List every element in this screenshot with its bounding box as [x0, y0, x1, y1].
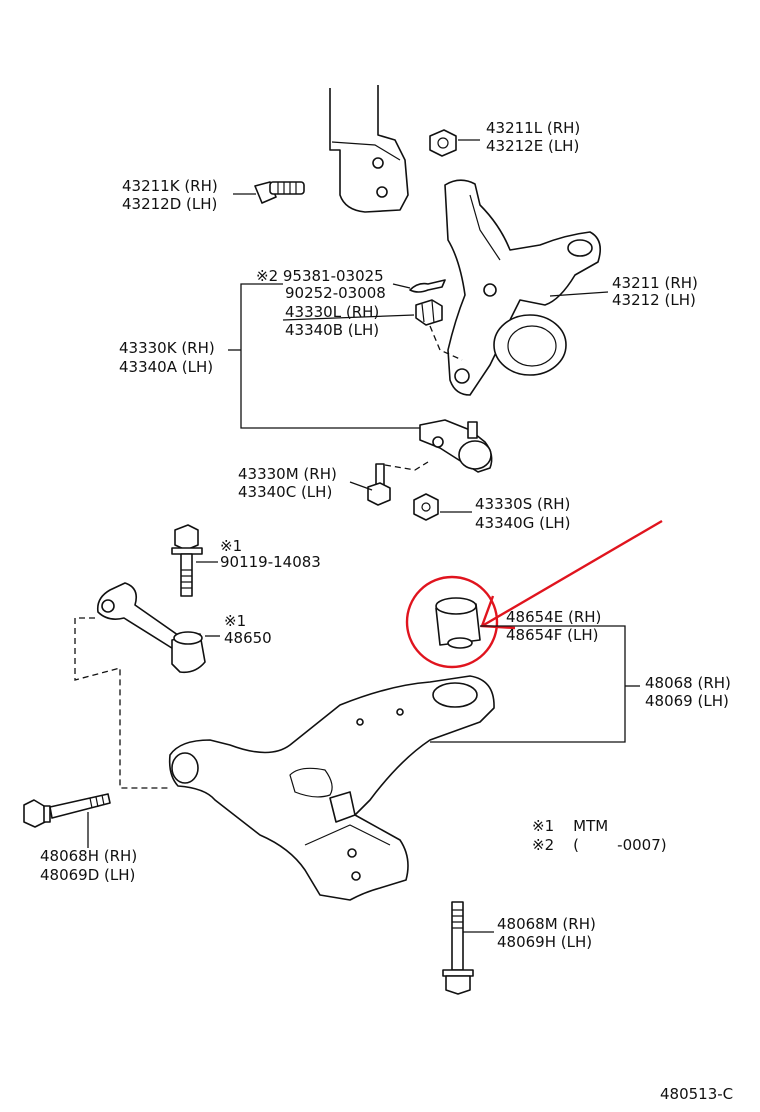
label-48069: 48069 (LH): [645, 692, 729, 710]
bolt-43330m-icon: [367, 463, 391, 506]
label-95381: ※2 95381-03025: [256, 267, 384, 285]
label-48068: 48068 (RH): [645, 674, 731, 692]
dashed-guide-link: [74, 617, 168, 789]
label-48069h: 48069H (LH): [497, 933, 592, 951]
label-48654e: 48654E (RH): [506, 608, 601, 626]
castle-nut-icon: [415, 299, 443, 326]
label-43211l: 43211L (RH): [486, 119, 580, 137]
bolt-48068m-icon: [442, 901, 474, 995]
label-90119: 90119-14083: [220, 553, 321, 571]
label-48650-mark: ※1: [224, 612, 246, 630]
strut-bracket: [329, 85, 409, 213]
bolt-43211k-icon: [254, 181, 305, 204]
label-43212: 43212 (LH): [612, 291, 696, 309]
label-43340a: 43340A (LH): [119, 358, 213, 376]
note-serial-range: ※2 ( -0007): [532, 836, 667, 854]
leader-lines: [87, 139, 640, 933]
part-labels: 43211L (RH) 43212E (LH) 43211K (RH) 4321…: [40, 119, 733, 1103]
nut-43330s-icon: [413, 493, 439, 521]
dashed-guide-nut: [429, 325, 463, 361]
label-43340b: 43340B (LH): [285, 321, 379, 339]
highlight-circle: [405, 575, 499, 669]
label-43330m: 43330M (RH): [238, 465, 337, 483]
label-43330s: 43330S (RH): [475, 495, 570, 513]
bolt-90119-icon: [171, 524, 203, 597]
label-43212e: 43212E (LH): [486, 137, 579, 155]
cotter-pin-icon: [409, 279, 446, 293]
highlight-arrow-shaft: [481, 519, 663, 628]
label-43211: 43211 (RH): [612, 274, 698, 292]
label-43330l: 43330L (RH): [285, 303, 379, 321]
label-43211k: 43211K (RH): [122, 177, 218, 195]
dashed-guide-ball-joint: [384, 461, 429, 471]
label-48068m: 48068M (RH): [497, 915, 596, 933]
label-43212d: 43212D (LH): [122, 195, 217, 213]
label-48069d: 48069D (LH): [40, 866, 135, 884]
steering-knuckle: [444, 179, 601, 396]
ball-joint: [419, 419, 493, 473]
stabilizer-link: [96, 582, 206, 674]
label-90119-mark: ※1: [220, 537, 242, 555]
note-mtm: ※1 MTM: [532, 817, 608, 835]
label-48654f: 48654F (LH): [506, 626, 598, 644]
label-48650: 48650: [224, 629, 272, 647]
figure-code: 480513-C: [660, 1085, 733, 1103]
nut-43211l-icon: [429, 129, 457, 157]
bolt-48068h-icon: [23, 793, 111, 828]
label-43330k: 43330K (RH): [119, 339, 215, 357]
label-90252: 90252-03008: [285, 284, 386, 302]
label-48068h: 48068H (RH): [40, 847, 137, 865]
label-43340g: 43340G (LH): [475, 514, 570, 532]
lower-control-arm: [168, 675, 495, 901]
label-43340c: 43340C (LH): [238, 483, 332, 501]
bushing-48654e-icon: [435, 597, 481, 649]
